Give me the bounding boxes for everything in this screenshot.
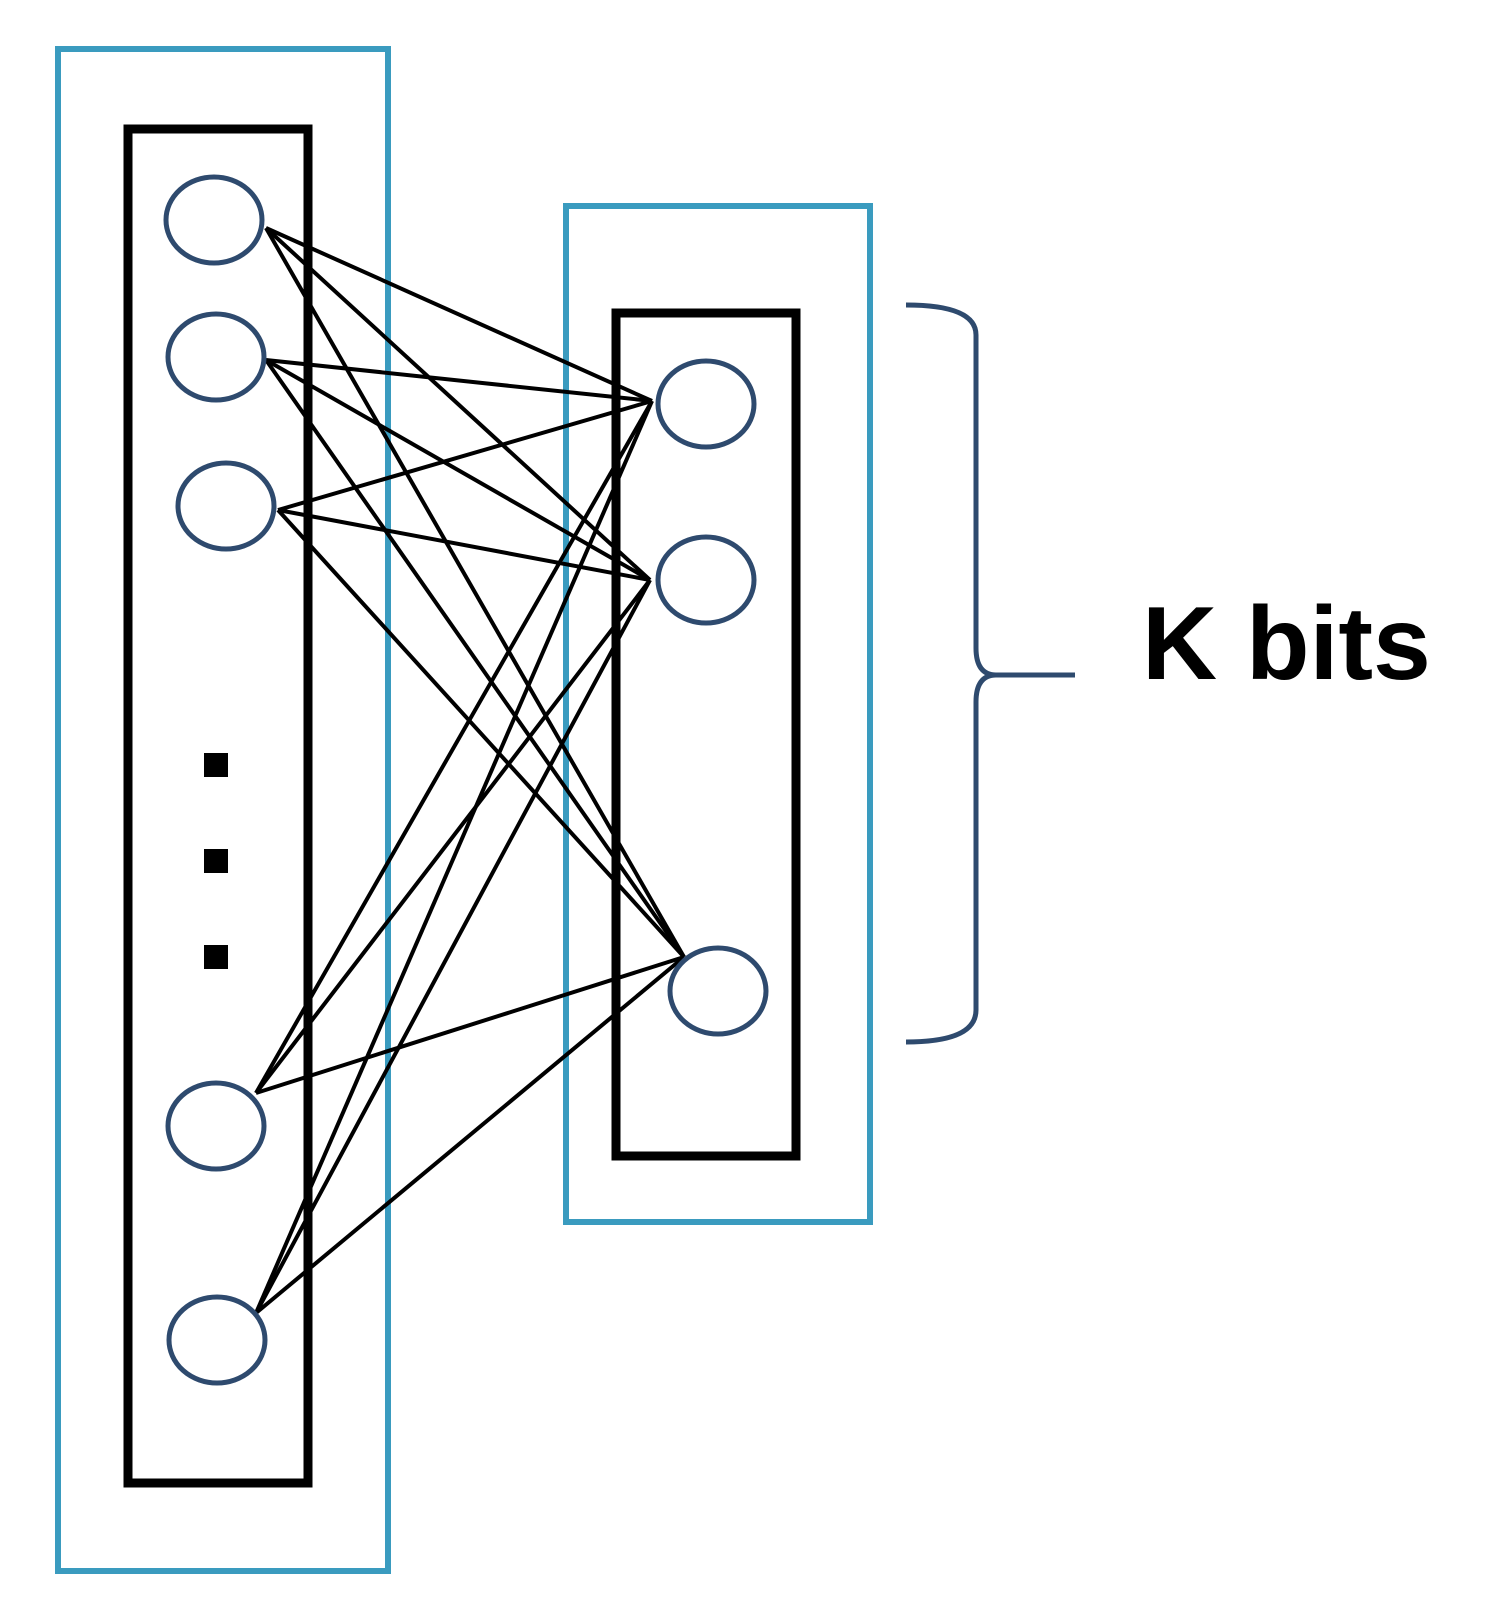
ellipsis-dot (204, 753, 228, 777)
k-bits-brace (905, 302, 1075, 1045)
connection-edge (254, 579, 652, 1314)
output-node-1 (655, 358, 757, 450)
input-node-5 (166, 1294, 268, 1386)
connection-edge (254, 955, 686, 1315)
input-node-3 (175, 460, 277, 552)
connection-edge (264, 227, 686, 958)
connection-edge (265, 226, 653, 403)
connection-edge (254, 400, 654, 1314)
vertical-ellipsis-icon (204, 753, 228, 969)
connection-edge (277, 399, 653, 512)
connection-edge (264, 358, 686, 959)
input-layer-inner-box (123, 124, 313, 1488)
connection-edge (276, 508, 686, 959)
k-bits-label: K bits (1142, 586, 1431, 702)
input-node-4 (165, 1080, 267, 1172)
output-layer-outer-box (563, 203, 873, 1225)
ellipsis-dot (204, 945, 228, 969)
connection-edge (255, 955, 685, 1095)
connection-edge (264, 226, 652, 582)
input-node-1 (163, 174, 265, 266)
connection-edge (254, 400, 654, 1094)
connection-edge (254, 578, 652, 1095)
output-layer-inner-box (611, 308, 801, 1161)
connection-edge (265, 358, 653, 403)
ellipsis-dot (204, 849, 228, 873)
connection-edge (277, 508, 651, 582)
input-layer-outer-box (55, 46, 391, 1574)
connections-group (254, 226, 686, 1315)
output-node-3 (667, 945, 769, 1037)
output-node-2 (655, 534, 757, 626)
connection-edge (265, 358, 651, 582)
input-node-2 (165, 311, 267, 403)
